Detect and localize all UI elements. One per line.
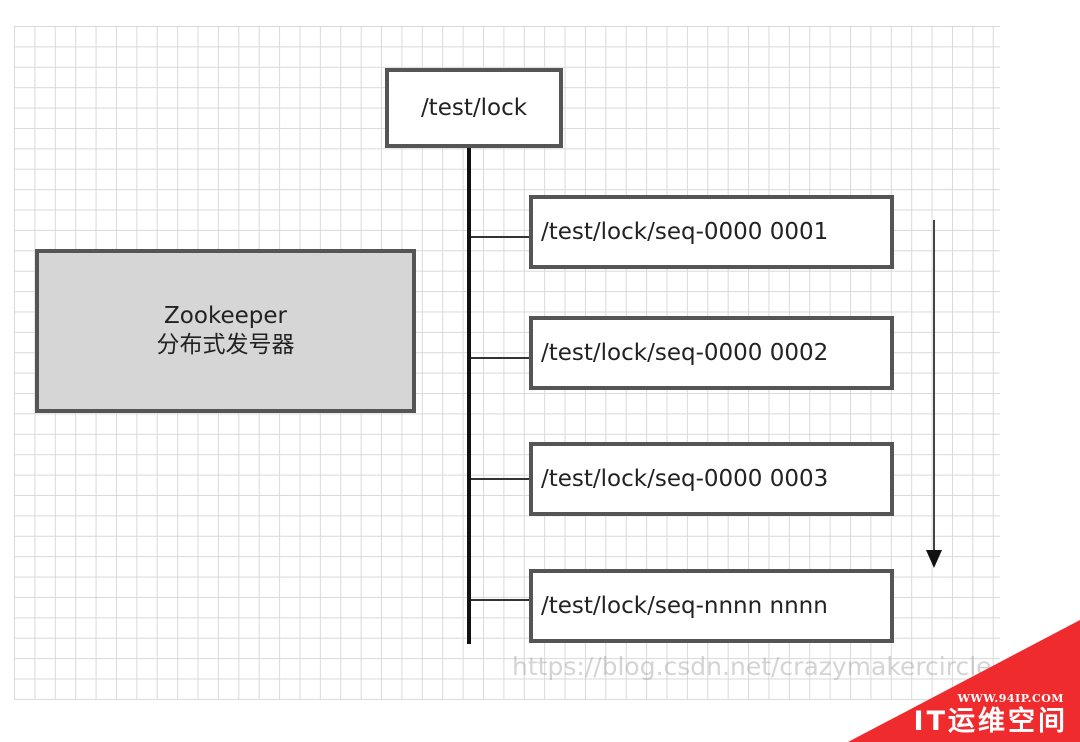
root-node: /test/lock bbox=[385, 68, 563, 148]
generator-title: Zookeeper bbox=[164, 303, 287, 330]
child-node-label: /test/lock/seq-0000 0001 bbox=[541, 219, 829, 245]
arrow-down-icon bbox=[926, 550, 942, 568]
generator-node: Zookeeper 分布式发号器 bbox=[35, 249, 416, 413]
child-node-label: /test/lock/seq-0000 0002 bbox=[541, 340, 829, 366]
child-node-label: /test/lock/seq-0000 0003 bbox=[541, 466, 829, 492]
tree-trunk-line bbox=[467, 148, 471, 644]
child-node-2: /test/lock/seq-0000 0002 bbox=[529, 316, 894, 390]
child-node-4: /test/lock/seq-nnnn nnnn bbox=[529, 569, 894, 643]
watermark-text: https://blog.csdn.net/crazymakercircle bbox=[512, 652, 992, 681]
branch-line-4 bbox=[471, 599, 529, 601]
child-node-label: /test/lock/seq-nnnn nnnn bbox=[541, 593, 828, 619]
child-node-1: /test/lock/seq-0000 0001 bbox=[529, 195, 894, 269]
child-node-3: /test/lock/seq-0000 0003 bbox=[529, 442, 894, 516]
branch-line-3 bbox=[471, 478, 529, 480]
logo-name: IT运维空间 bbox=[913, 706, 1068, 737]
generator-subtitle: 分布式发号器 bbox=[156, 332, 295, 358]
root-node-label: /test/lock bbox=[420, 95, 528, 121]
branch-line-2 bbox=[471, 357, 529, 359]
logo-url: WWW.94IP.COM bbox=[957, 692, 1064, 705]
sequence-arrow-line bbox=[933, 220, 935, 555]
branch-line-1 bbox=[471, 236, 529, 238]
